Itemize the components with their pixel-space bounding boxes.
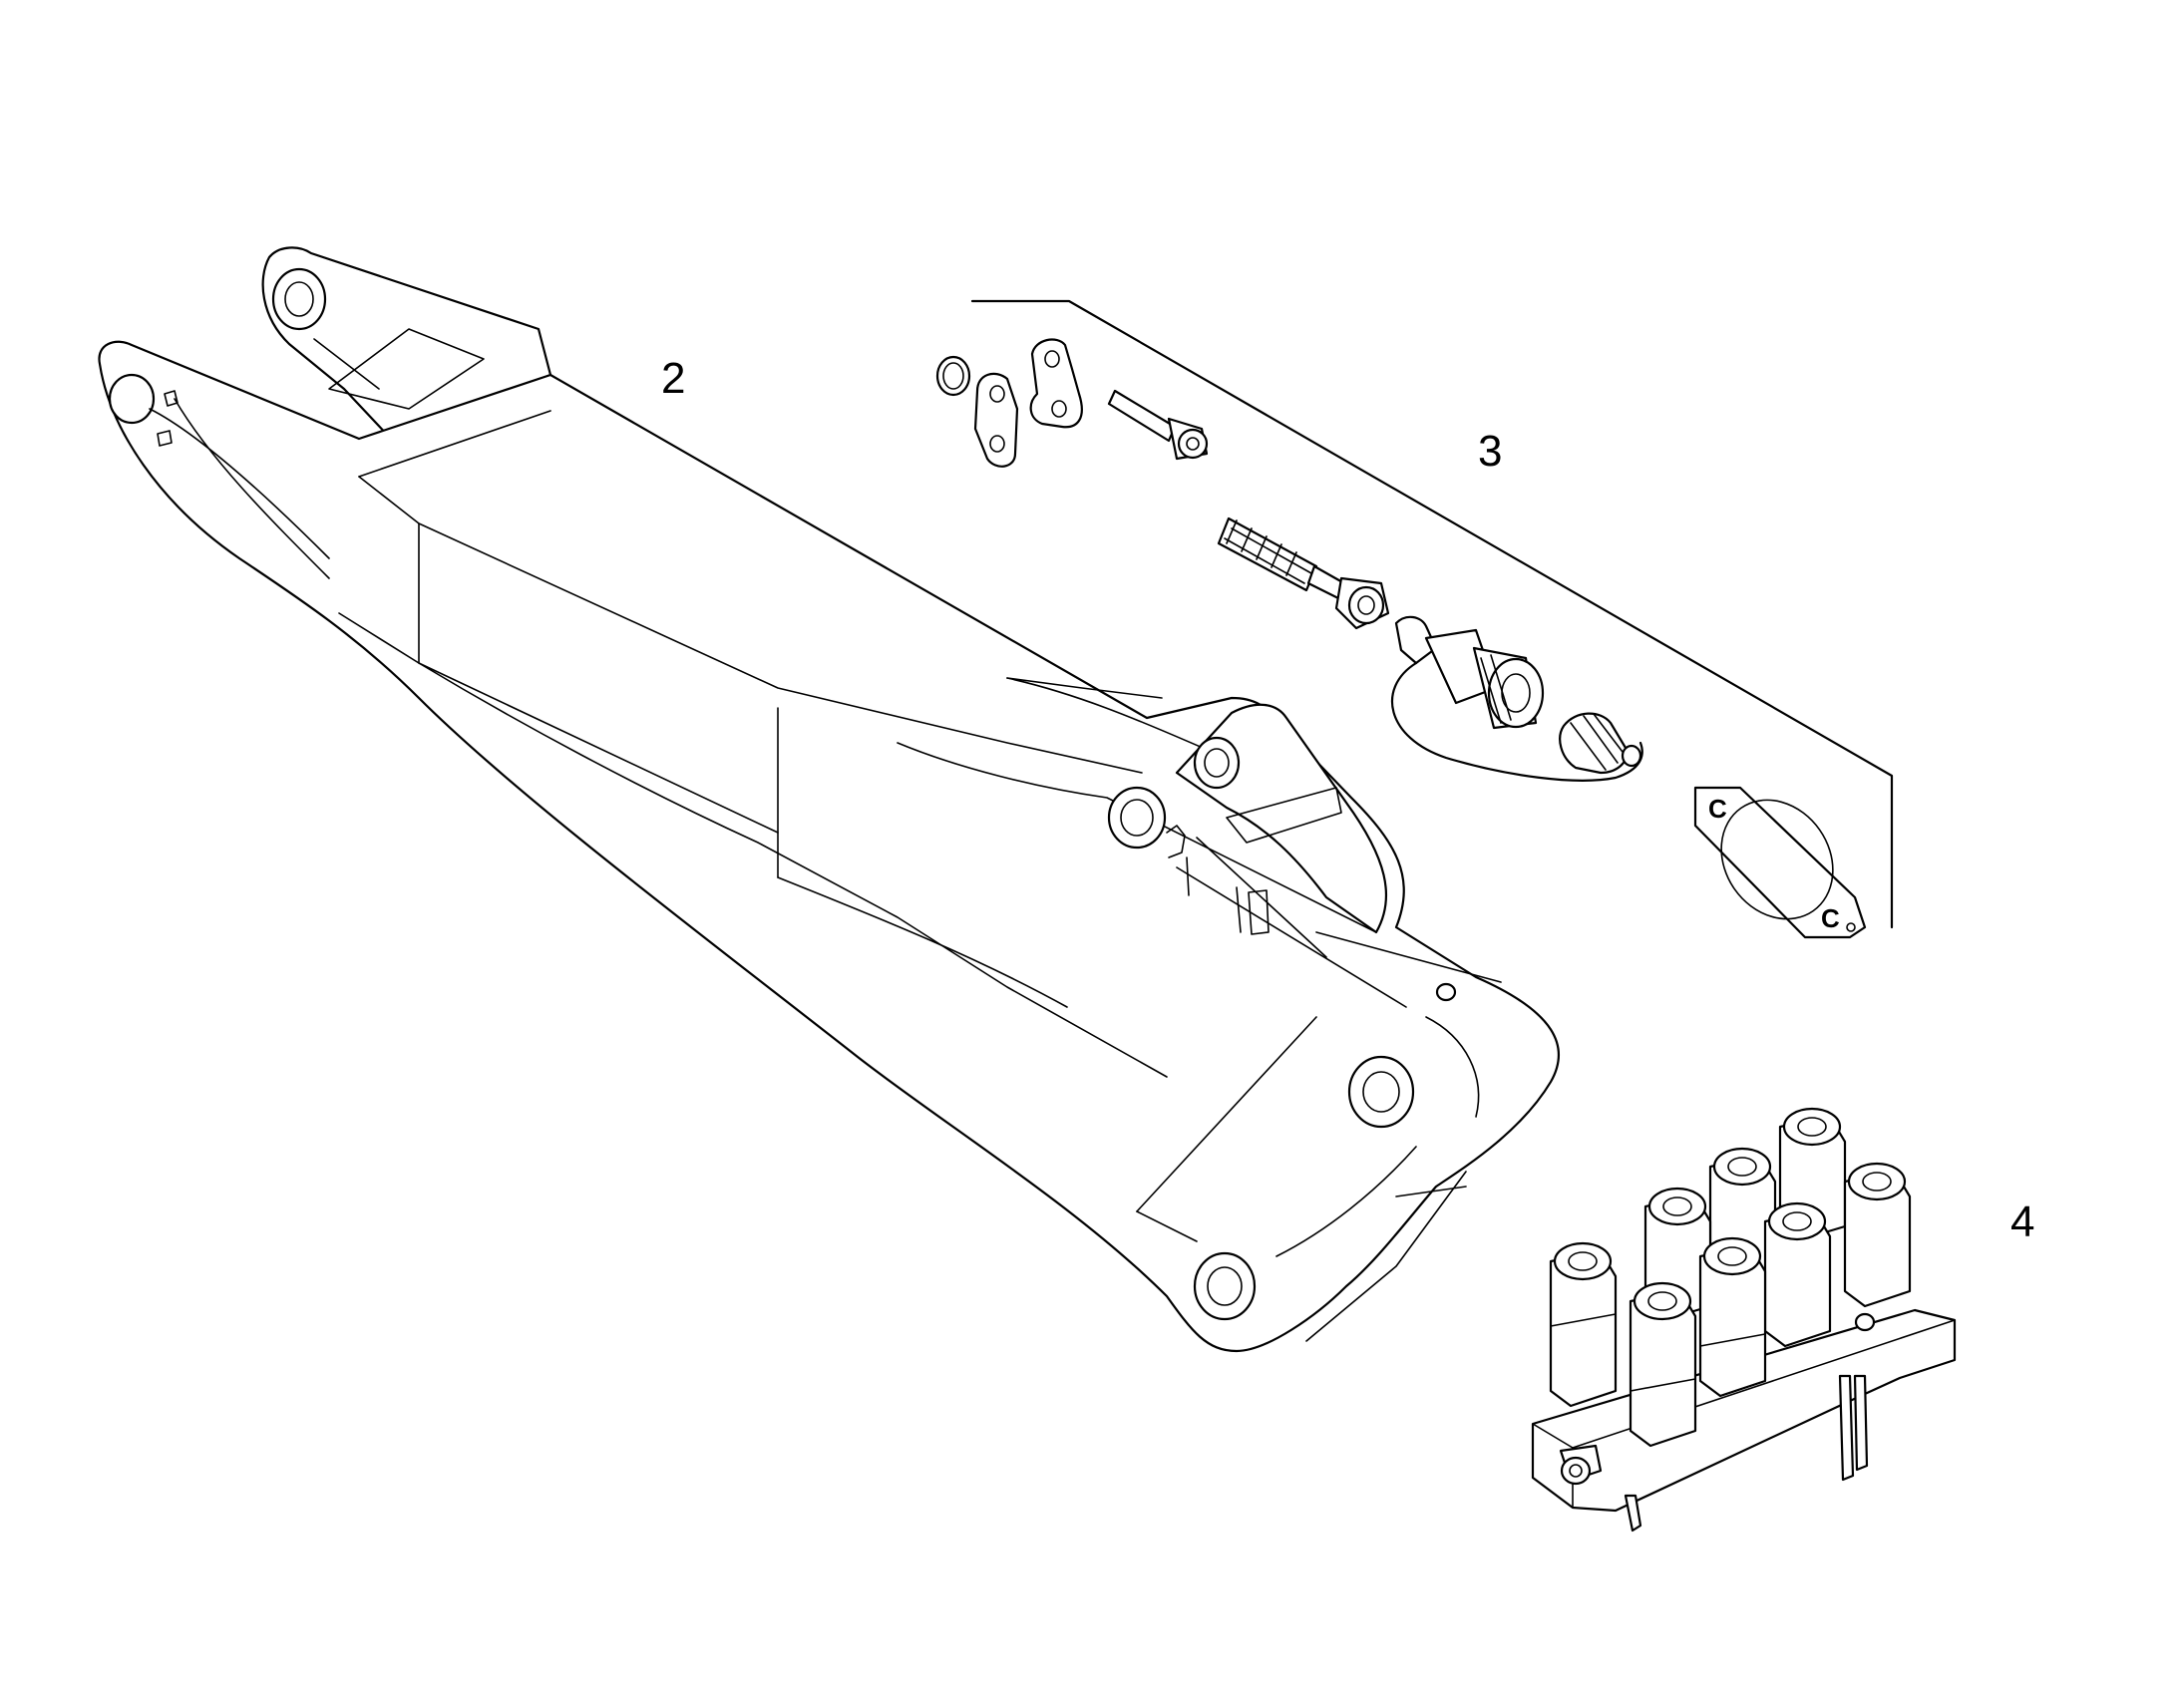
boom-arm bbox=[98, 246, 1560, 1353]
braided-hose bbox=[1217, 516, 1390, 630]
flange-half-1 bbox=[973, 372, 1019, 468]
gasket-mark-top: C bbox=[1708, 794, 1727, 824]
gasket-plate: C C bbox=[1693, 786, 1867, 939]
gasket-mark-bottom: C bbox=[1821, 903, 1840, 933]
flange-half-2 bbox=[1029, 338, 1083, 429]
o-ring bbox=[935, 355, 971, 397]
callout-3: 3 bbox=[1478, 427, 1502, 476]
distributor-block bbox=[1531, 1107, 1957, 1533]
quick-coupler bbox=[1390, 615, 1643, 782]
valve-mid-2 bbox=[1698, 1236, 1767, 1398]
valve-right bbox=[1843, 1162, 1912, 1308]
kit-bracket-line bbox=[970, 299, 1894, 929]
valve-mid-1 bbox=[1763, 1201, 1832, 1348]
valve-front-center bbox=[1629, 1281, 1697, 1448]
callout-2: 2 bbox=[661, 354, 685, 403]
fittings-kit: C C bbox=[935, 299, 1894, 939]
callout-4: 4 bbox=[2010, 1197, 2034, 1246]
valve-front-left bbox=[1549, 1241, 1618, 1408]
cap-screw bbox=[1107, 389, 1209, 461]
